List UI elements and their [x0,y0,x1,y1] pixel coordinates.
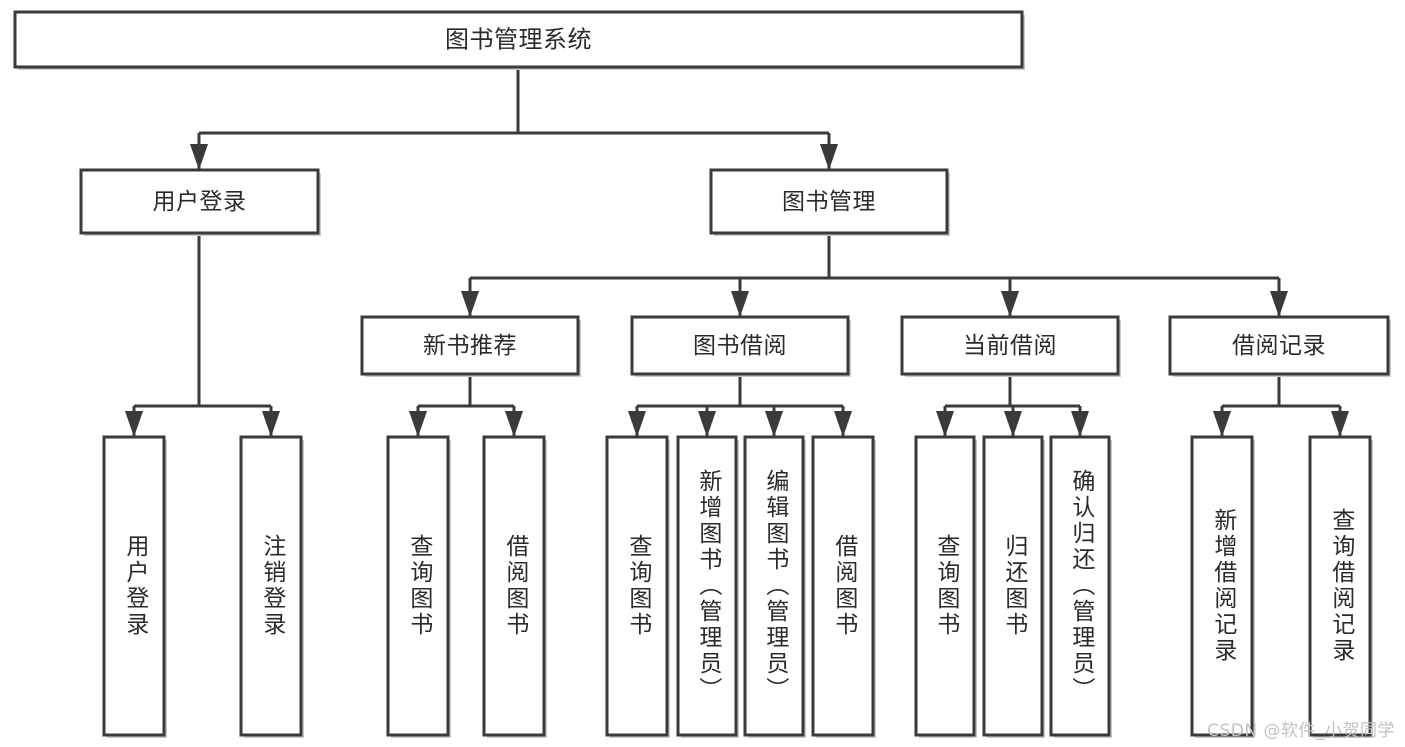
arrow-head-icon [765,411,783,437]
arrow-head-icon [262,411,280,437]
node-layer [13,10,1391,738]
arrow-head-icon [1004,411,1022,437]
leaf-node-8[interactable] [914,435,976,737]
root-node[interactable] [13,10,1024,69]
leaf-node-5[interactable] [676,435,738,737]
arrow-head-icon [628,411,646,437]
arrow-head-icon [409,411,427,437]
level3-node-label-2: 当前借阅 [963,333,1057,359]
leaf-node-1[interactable] [239,435,303,737]
arrow-head-icon [505,411,523,437]
arrow-head-icon [820,144,838,170]
leaf-node-9[interactable] [982,435,1044,737]
watermark-credit: CSDN @软件_小贺同学 [1207,721,1395,741]
leaf-node-12[interactable] [1308,435,1372,737]
leaf-node-10[interactable] [1049,435,1111,737]
root-node-label: 图书管理系统 [445,26,592,54]
level2-node-1[interactable] [709,168,949,235]
arrow-head-icon [1213,411,1231,437]
arrow-head-icon [731,291,749,317]
level3-node-1[interactable] [630,315,850,376]
level3-node-label-1: 图书借阅 [693,333,787,359]
arrow-head-icon [936,411,954,437]
level3-node-label-3: 借阅记录 [1232,333,1326,359]
level2-node-label-0: 用户登录 [153,189,247,215]
leaf-node-2[interactable] [386,435,450,737]
arrow-head-icon [461,291,479,317]
leaf-node-3[interactable] [482,435,546,737]
level3-node-2[interactable] [900,315,1120,376]
leaf-node-7[interactable] [811,435,875,737]
level3-node-0[interactable] [360,315,580,376]
arrow-head-icon [1071,411,1089,437]
level3-node-3[interactable] [1168,315,1390,376]
level2-node-label-1: 图书管理 [782,189,876,215]
arrow-head-icon [834,411,852,437]
arrow-head-icon [1270,291,1288,317]
level2-node-0[interactable] [79,168,320,235]
arrow-head-icon [190,144,208,170]
arrow-head-icon [1001,291,1019,317]
arrow-head-icon [698,411,716,437]
leaf-node-6[interactable] [743,435,805,737]
arrow-head-icon [125,411,143,437]
leaf-node-4[interactable] [605,435,669,737]
connector-layer [125,67,1349,437]
leaf-node-0[interactable] [102,435,166,737]
level3-node-label-0: 新书推荐 [423,333,517,359]
leaf-node-11[interactable] [1190,435,1254,737]
arrow-head-icon [1331,411,1349,437]
